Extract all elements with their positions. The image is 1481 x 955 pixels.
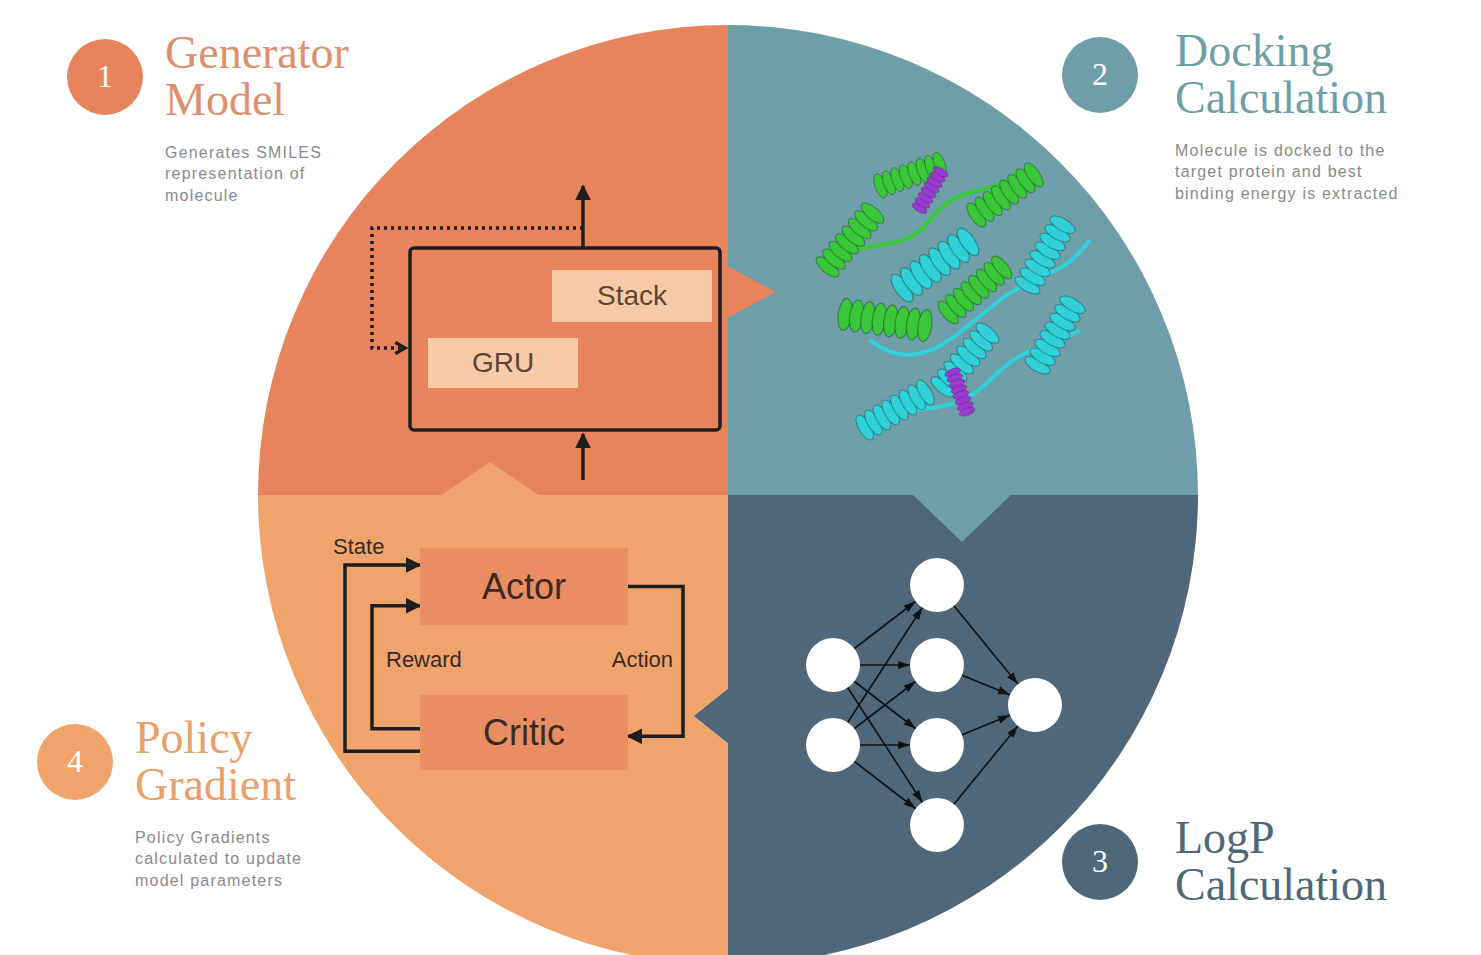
step-number: 1 <box>97 58 113 95</box>
box-label: GRU <box>472 347 534 379</box>
neuron <box>806 718 860 772</box>
step-number-circle: 3 <box>1062 824 1138 900</box>
step-description: Generates SMILES representation of molec… <box>165 142 380 207</box>
policy-quadrant <box>258 495 728 955</box>
neuron <box>910 718 964 772</box>
step-badge: 2 Docking CalculationMolecule is docked t… <box>1062 28 1455 205</box>
output-arrow <box>581 186 585 248</box>
box-label: Actor <box>482 566 566 607</box>
protein-helix <box>1022 292 1087 377</box>
neuron <box>910 558 964 612</box>
step-number: 3 <box>1092 843 1108 880</box>
protein-helix <box>813 200 887 281</box>
protein-helix <box>910 164 949 215</box>
neural-network <box>833 585 1035 825</box>
badge-row: 1 Generator Model <box>67 30 415 124</box>
protein-helix <box>944 366 977 418</box>
protein-structure <box>813 151 1090 443</box>
step-number-circle: 4 <box>37 724 113 800</box>
badge-row: 3 LogP Calculation <box>1062 815 1455 909</box>
logp-quadrant <box>728 495 1198 955</box>
flow-chevron <box>440 462 540 496</box>
edge-label: State <box>333 534 384 560</box>
step-number: 2 <box>1092 56 1108 93</box>
badge-row: 4 Policy Gradient <box>37 715 375 809</box>
docking-quadrant <box>728 25 1198 495</box>
protein-helix <box>1012 212 1077 297</box>
step-badge: 4 Policy GradientPolicy Gradients calcula… <box>37 715 375 892</box>
step-number: 4 <box>67 743 83 780</box>
stack-box: Stack <box>552 270 712 322</box>
gru-box: GRU <box>428 338 578 388</box>
flow-chevron <box>727 266 776 318</box>
protein-helix <box>887 225 983 305</box>
edge-label: Reward <box>386 647 462 673</box>
input-arrow <box>581 434 585 480</box>
generator-quadrant <box>258 25 728 495</box>
neuron <box>806 638 860 692</box>
step-number-circle: 2 <box>1062 37 1138 113</box>
step-number-circle: 1 <box>67 39 143 115</box>
step-description: Policy Gradients calculated to update mo… <box>135 827 325 892</box>
critic-box: Critic <box>420 695 628 770</box>
box-label: Critic <box>483 712 565 753</box>
flow-chevron <box>694 688 729 744</box>
protein-helix <box>852 377 937 442</box>
edge-label: Action <box>612 647 673 673</box>
generator-frame <box>410 248 720 430</box>
protein-helix <box>963 160 1046 230</box>
flow-chevron <box>912 494 1012 542</box>
step-heading: Generator Model <box>165 30 415 124</box>
neuron <box>1008 678 1062 732</box>
step-badge: 3 LogP Calculation <box>1062 815 1455 909</box>
protein-helix <box>836 297 934 342</box>
actor-box: Actor <box>420 548 628 625</box>
step-heading: Policy Gradient <box>135 715 375 809</box>
step-heading: Docking Calculation <box>1175 28 1455 122</box>
box-label: Stack <box>597 280 667 312</box>
badge-row: 2 Docking Calculation <box>1062 28 1455 122</box>
step-heading: LogP Calculation <box>1175 815 1455 909</box>
step-description: Molecule is docked to the target protein… <box>1175 140 1415 205</box>
network-neurons <box>806 558 1062 852</box>
step-badge: 1 Generator ModelGenerates SMILES represe… <box>67 30 415 207</box>
neuron <box>910 798 964 852</box>
neuron <box>910 638 964 692</box>
